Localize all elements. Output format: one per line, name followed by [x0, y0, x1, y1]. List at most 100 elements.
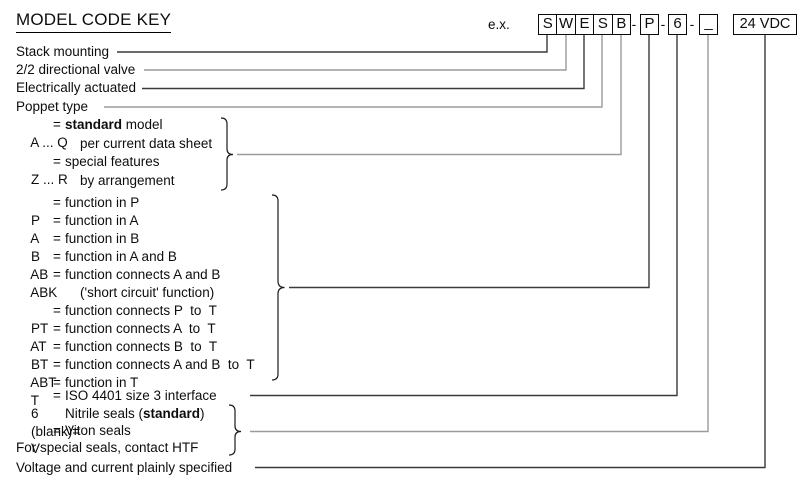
key-def-bold: standard	[65, 117, 123, 132]
label-stack-mounting: Stack mounting	[16, 44, 110, 59]
key-def: model	[122, 117, 163, 132]
code-box-size: 6	[668, 14, 687, 35]
wire-poppet-type	[104, 35, 603, 108]
key-row-abk-line2: ('short circuit' function)	[16, 284, 214, 302]
key-row-t: T = function in T	[16, 374, 139, 408]
equals-sign: =	[53, 267, 61, 282]
code-letter-e: E	[574, 15, 593, 34]
code-separator: -	[660, 16, 666, 32]
brace-function-codes	[271, 194, 285, 381]
key-def: function connects P to T	[65, 303, 217, 318]
wire-voltage	[255, 35, 766, 469]
wire-function-code	[289, 35, 650, 289]
key-def: by arrangement	[80, 173, 175, 188]
key-row-at: AT = function connects A to T	[16, 320, 215, 354]
code-box-function: P	[640, 14, 659, 35]
wire-electrically-actuated	[142, 35, 585, 90]
example-label: e.x.	[488, 17, 510, 32]
key-code: AT	[30, 339, 47, 354]
key-def: Viton seals	[65, 423, 131, 438]
wire-directional-valve	[144, 35, 567, 71]
wire-interface-size	[250, 35, 678, 397]
equals-sign: =	[53, 375, 61, 390]
label-voltage-note: Voltage and current plainly specified	[16, 460, 233, 475]
key-code: V	[31, 441, 41, 456]
key-row-a: A = function in A	[16, 212, 138, 246]
code-letter-w: W	[556, 15, 574, 34]
key-code: A	[30, 231, 40, 246]
key-def-bold: standard	[143, 406, 201, 421]
key-code: Z ... R	[31, 172, 68, 187]
key-code: (blank)	[31, 424, 73, 439]
key-def: function connects A and B	[65, 267, 221, 282]
equals-sign: =	[53, 423, 61, 438]
equals-sign: =	[53, 321, 61, 336]
code-box-voltage: 24 VDC	[733, 14, 797, 35]
equals-sign: =	[53, 303, 61, 318]
key-def: function connects B to T	[65, 339, 218, 354]
code-separator: -	[689, 16, 695, 32]
key-row-b: B = function in B	[16, 230, 139, 264]
key-def: function in A and B	[65, 249, 177, 264]
key-def: Nitrile seals (	[65, 406, 144, 421]
equals-sign: =	[53, 339, 61, 354]
wire-seals	[250, 35, 709, 433]
key-row-special-line2: by arrangement	[16, 172, 175, 190]
equals-sign: =	[53, 388, 61, 403]
equals-sign: =	[53, 195, 61, 210]
label-directional-valve: 2/2 directional valve	[16, 62, 136, 77]
key-code: B	[31, 249, 41, 264]
code-letter-s1: S	[542, 15, 553, 32]
key-code: AB	[30, 267, 49, 282]
key-def: per current data sheet	[80, 136, 213, 151]
equals-sign: =	[53, 249, 61, 264]
key-row-ab: AB = function in A and B	[16, 248, 177, 282]
label-poppet-type: Poppet type	[16, 99, 89, 114]
page-title: MODEL CODE KEY	[16, 10, 172, 33]
brace-seals	[228, 404, 242, 456]
key-def: function in P	[65, 195, 140, 210]
key-def: function in T	[65, 375, 139, 390]
key-row-pt: PT = function connects P to T	[16, 302, 217, 336]
code-separator: -	[631, 16, 637, 32]
code-letter-s2: S	[593, 15, 611, 34]
key-code: 6	[31, 406, 39, 421]
key-def: function connects A to T	[65, 321, 216, 336]
key-row-bt: BT = function connects B to T	[16, 338, 217, 372]
brace-model-letters	[220, 117, 234, 191]
equals-sign: =	[53, 357, 61, 372]
key-code: P	[31, 213, 41, 228]
wire-stack-mounting	[117, 35, 548, 53]
code-box-seal: _	[699, 14, 718, 35]
code-letter-b: B	[611, 15, 630, 34]
wire-model-letter	[237, 35, 622, 156]
equals-sign: =	[53, 117, 61, 132]
code-box-letters: S W E S B	[538, 14, 631, 35]
label-electrically-actuated: Electrically actuated	[16, 80, 137, 95]
key-row-abk: ABK = function connects A and B	[16, 266, 220, 300]
key-row-nitrile: (blank)= Nitrile seals (standard)	[16, 405, 205, 439]
equals-sign: =	[53, 154, 61, 169]
key-def: function connects A and B to T	[65, 357, 255, 372]
key-def: function in A	[65, 213, 139, 228]
key-row-abt: ABT = function connects A and B to T	[16, 356, 254, 390]
equals-sign: =	[53, 231, 61, 246]
key-def: ('short circuit' function)	[80, 285, 215, 300]
key-row-standard-line2: per current data sheet	[16, 135, 212, 153]
key-code: T	[30, 393, 40, 408]
key-row-viton: V = Viton seals	[16, 422, 131, 456]
key-code: PT	[31, 321, 49, 336]
equals-sign: =	[53, 213, 61, 228]
key-row-p: P = function in P	[16, 194, 139, 228]
label-special-seals-note: For special seals, contact HTF	[16, 440, 199, 455]
key-def: )	[200, 406, 205, 421]
key-row-interface: 6 = ISO 4401 size 3 interface	[16, 387, 217, 421]
key-code: ABK	[30, 285, 58, 300]
key-def: ISO 4401 size 3 interface	[65, 388, 217, 403]
key-def: function in B	[65, 231, 140, 246]
key-row-special: Z ... R = special features	[16, 153, 160, 187]
key-code: BT	[31, 357, 49, 372]
key-code: ABT	[30, 375, 57, 390]
equals-sign: =	[72, 424, 81, 439]
